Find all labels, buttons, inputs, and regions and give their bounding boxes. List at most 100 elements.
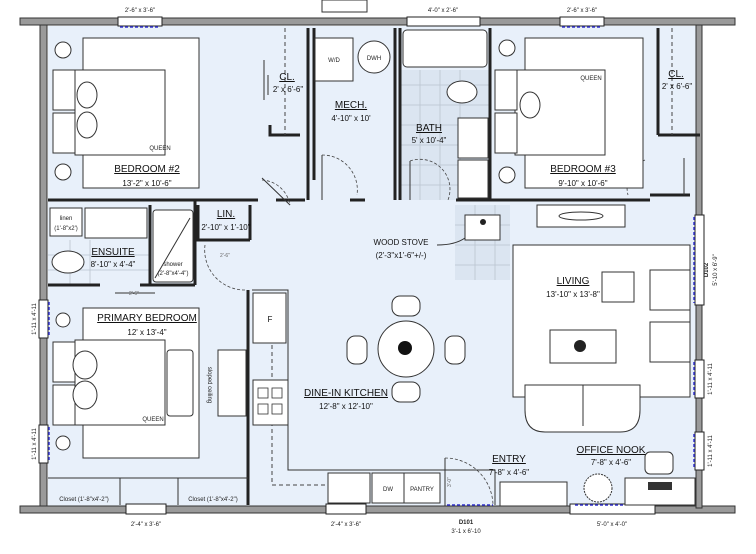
interior-walls [48, 28, 700, 505]
water-heater-label: DWH [367, 56, 381, 62]
door-swing-label: 3'-0" [447, 477, 453, 487]
room-size-closet: 2' x 6'-6" [273, 85, 304, 94]
room-size-bedroom3: 9'-10" x 10'-6" [558, 179, 607, 188]
room-name-entry: ENTRY [492, 454, 526, 465]
kitchen-counter [252, 289, 496, 505]
wood-stove-label: WOOD STOVE [374, 238, 429, 247]
window-label: 2'-4" x 3'-6" [131, 522, 161, 528]
room-name-primary: PRIMARY BEDROOM [97, 313, 197, 324]
dishwasher [371, 472, 405, 504]
labels: BEDROOM #2 13'-2" x 10'-6" QUEEN CL. 2' … [32, 8, 719, 535]
bed-size-label: QUEEN [142, 417, 163, 423]
closet-label: Closet (1'-8"x4'-2") [59, 497, 109, 503]
window-label: 5'-0" x 4'-0" [597, 522, 627, 528]
water-heater [357, 40, 391, 74]
room-name-kitchen: DINE-IN KITCHEN [304, 388, 388, 399]
windows [38, 16, 705, 515]
room-size-bath: 5' x 10'-4" [412, 136, 447, 145]
door-swings [115, 60, 685, 507]
room-name-bath: BATH [416, 123, 442, 134]
toilet [446, 80, 478, 104]
bathtub [402, 29, 488, 68]
ensuite-toilet [51, 250, 85, 274]
room-size-primary: 12' x 13'-4" [127, 328, 166, 337]
nightstand-lamp [54, 163, 72, 181]
dining-chair [391, 295, 421, 317]
room-size-mech: 4'-10" x 10' [331, 114, 371, 123]
side-table [601, 271, 635, 303]
living-rug [512, 244, 691, 398]
door-swing-label: 2'-6" [220, 253, 230, 259]
tv-console [536, 204, 626, 228]
room-name-office: OFFICE NOOK [577, 445, 646, 456]
room-name-living: LIVING [557, 276, 590, 287]
sloped-ceiling-label: sloped ceiling [206, 367, 212, 403]
door-id: D101 [459, 520, 474, 526]
dining-chair [391, 381, 421, 403]
vanity-sink [457, 117, 489, 159]
nightstand-lamp [498, 166, 516, 184]
door-size: 5'-10 x 6'-9" [713, 254, 719, 285]
plant [583, 473, 613, 503]
computer-monitor [648, 482, 672, 490]
room-name-closet: CL. [668, 69, 684, 80]
linen-size: (1'-8"x2') [54, 226, 77, 232]
dresser [217, 349, 247, 417]
bed-size-label: QUEEN [580, 76, 601, 82]
room-size-living: 13'-10" x 13'-8" [546, 290, 600, 299]
kitchen-sink [327, 472, 371, 504]
window-label: 2'-6" x 3'-6" [125, 8, 155, 14]
window-label: 2'-6" x 3'-6" [567, 8, 597, 14]
room-size-closet: 2' x 6'-6" [662, 82, 693, 91]
bed-bedroom3 [494, 37, 644, 189]
coffee-table [549, 329, 617, 364]
fridge-label: F [268, 315, 273, 324]
linen-shelf [49, 207, 83, 237]
closet-label: Closet (1'-8"x4'-2") [188, 497, 238, 503]
room-name-mech: MECH. [335, 100, 367, 111]
window-label: 1'-11 x 4'-11 [32, 427, 38, 459]
room-name-closet: CL. [279, 72, 295, 83]
room-size-kitchen: 12'-8" x 12'-10" [319, 402, 373, 411]
wood-stove-arrow [436, 237, 466, 246]
shower-label: shower [163, 262, 182, 268]
door-swing-label: 2'-6" [129, 291, 139, 297]
nightstand-lamp [55, 435, 71, 451]
window-label: 1'-11 x 4'-11 [708, 434, 714, 466]
washer-dryer [314, 37, 354, 82]
nightstand-lamp [54, 41, 72, 59]
linen-label: linen [60, 216, 73, 222]
ensuite-vanity [84, 207, 148, 239]
window-label: 1'-11 x 4'-11 [32, 302, 38, 334]
dining-chair [444, 335, 466, 365]
shower-size: (2'-8"x4'-4") [158, 271, 189, 277]
wood-stove-size: (2'-3"x1'-6"+/-) [376, 251, 427, 260]
room-size-bedroom2: 13'-2" x 10'-6" [122, 179, 171, 188]
bench [166, 349, 194, 417]
bed-bedroom2 [52, 37, 200, 189]
pantry-cabinet [403, 472, 441, 504]
entry-bench [499, 481, 568, 507]
nightstand-lamp [55, 312, 71, 328]
room-size-office: 7'-8" x 4'-6" [591, 458, 631, 467]
door-id: D102 [704, 262, 710, 277]
dishwasher-label: DW [383, 487, 393, 493]
room-name-ensuite: ENSUITE [91, 247, 135, 258]
room-size-ensuite: 8'-10" x 4'-4" [91, 260, 136, 269]
dining-chair [346, 335, 368, 365]
door-size: 3'-1 x 6'-10 [451, 529, 481, 535]
office-chair [644, 451, 674, 475]
room-name-linen: LIN. [217, 209, 235, 220]
window-label: 4'-0" x 2'-6" [428, 8, 458, 14]
vanity-sink [457, 159, 489, 199]
armchair [649, 269, 691, 311]
room-size-entry: 7'-8" x 4'-6" [489, 468, 529, 477]
site-marker [321, 0, 368, 13]
nightstand-lamp [498, 39, 516, 57]
range-stove [252, 379, 289, 426]
room-name-bedroom2: BEDROOM #2 [114, 164, 180, 175]
window-label: 1'-11 x 4'-11 [708, 362, 714, 394]
window-label: 2'-4" x 3'-6" [331, 522, 361, 528]
bed-size-label: QUEEN [149, 146, 170, 152]
